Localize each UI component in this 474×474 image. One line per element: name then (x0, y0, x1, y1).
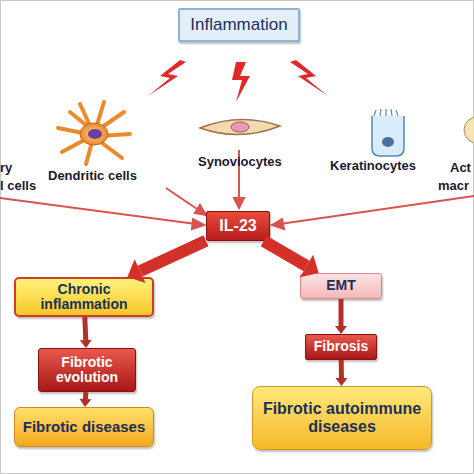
process-box: Chronic inflammation (14, 277, 154, 317)
outcome-box: Fibrotic autoimmune diseases (252, 386, 432, 450)
cytokine-box: IL-23 (206, 211, 270, 241)
cell-label: Synoviocytes (198, 154, 282, 169)
node-text: Chronic inflammation (20, 282, 148, 313)
flow-arrow (335, 299, 347, 334)
node-text: Inflammation (190, 16, 287, 35)
node-text: IL-23 (219, 217, 256, 235)
outcome-box: Fibrotic diseases (14, 407, 154, 447)
title-box: Inflammation (178, 8, 300, 42)
cell-label: ry (0, 160, 12, 175)
flow-arrow (335, 360, 347, 386)
lightning-bolt (232, 62, 250, 102)
node-text: Fibrotic diseases (23, 419, 146, 436)
process-box: Fibrosis (305, 334, 377, 360)
block-arrow (127, 241, 206, 283)
node-text: Fibrotic evolution (43, 355, 131, 386)
cell-label: l cells (0, 178, 36, 193)
cell-label: Act (450, 160, 471, 175)
process-box: EMT (300, 273, 382, 299)
process-box: Fibrotic evolution (38, 348, 136, 392)
cell-label: macr (438, 178, 469, 193)
cell-label: Keratinocytes (330, 158, 416, 173)
lightning-bolt (290, 60, 328, 96)
synoviocyte (200, 119, 280, 134)
node-text: Fibrosis (314, 339, 368, 354)
lightning-bolt (148, 60, 186, 96)
macrophage (464, 116, 474, 144)
flow-arrow (80, 317, 92, 348)
dendritic-cell (58, 102, 130, 164)
cell-label: Dendritic cells (48, 168, 137, 183)
flow-arrow (79, 392, 91, 407)
node-text: EMT (326, 278, 356, 293)
node-text: Fibrotic autoimmune diseases (257, 400, 427, 435)
keratinocyte (372, 109, 404, 156)
block-arrow (264, 241, 319, 277)
